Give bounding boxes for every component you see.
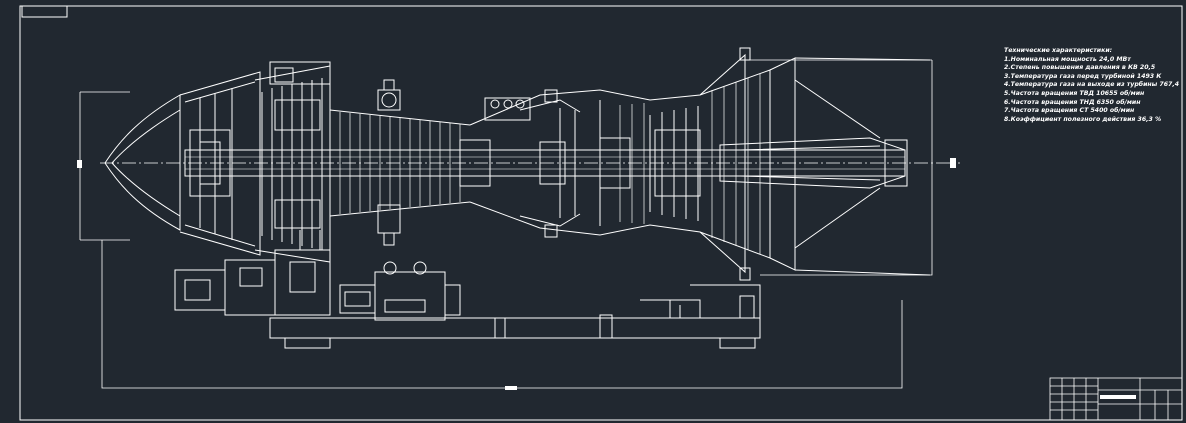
note-line: 1.Номинальная мощность 24,0 МВт — [1004, 55, 1131, 63]
combustion-chamber — [469, 53, 746, 274]
note-line: 7.Частота вращения СТ 5400 об/мин — [1004, 107, 1135, 115]
notes-title: Технические характеристики: — [1004, 47, 1113, 54]
exhaust-diffuser — [719, 57, 931, 276]
note-line: 5.Частота вращения ТВД 10655 об/мин — [1004, 89, 1145, 97]
title-block — [1049, 377, 1183, 421]
starter-gearbox — [174, 230, 331, 316]
sheet-frame — [19, 5, 1183, 421]
note-line: 2.Степень повышения давления в КВ 20,5 — [1004, 64, 1156, 72]
turbine — [649, 47, 771, 281]
auxiliary-unit — [339, 261, 461, 321]
base-frame — [269, 284, 761, 349]
note-line: 6.Частота вращения ТНД 6350 об/мин — [1004, 98, 1141, 106]
low-pressure-compressor — [254, 61, 471, 263]
top-accessories — [377, 79, 531, 246]
technical-specifications: Технические характеристики: 1.Номинальна… — [1004, 47, 1180, 124]
air-inlet — [104, 71, 261, 256]
note-line: 8.Коэффициент полезного действия 36,3 % — [1004, 115, 1162, 123]
note-line: 4.Температура газа на выходе из турбины … — [1004, 81, 1180, 89]
note-line: 3.Температура газа перед турбиной 1493 К — [1004, 72, 1162, 80]
main-shaft — [184, 137, 906, 189]
dimension-lines — [77, 59, 960, 390]
